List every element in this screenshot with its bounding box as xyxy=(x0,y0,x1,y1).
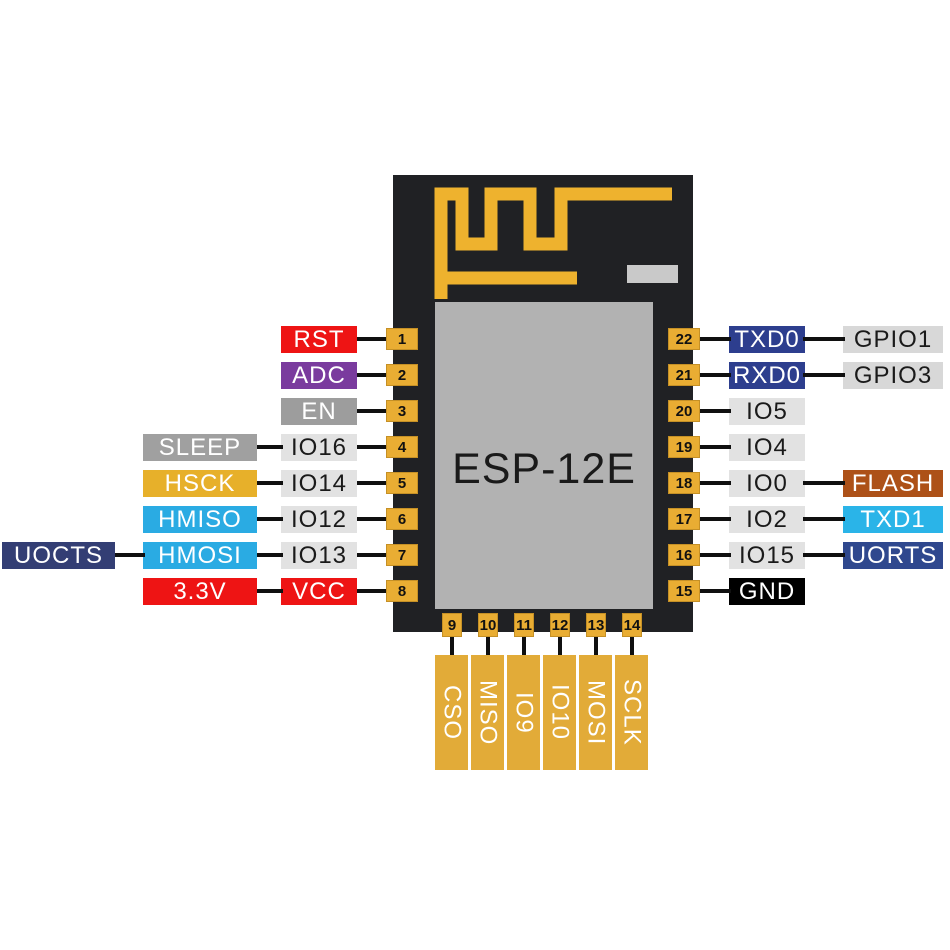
connector-line xyxy=(694,409,731,413)
pin-4: 4 xyxy=(386,436,418,458)
connector-line xyxy=(630,637,634,655)
connector-line xyxy=(257,445,283,449)
connector-line xyxy=(357,373,392,377)
signal-label-txd0: TXD0 xyxy=(729,325,805,353)
signal-label-io10: IO10 xyxy=(543,655,576,770)
pin-5: 5 xyxy=(386,472,418,494)
pin-6: 6 xyxy=(386,508,418,530)
pin-21: 21 xyxy=(668,364,700,386)
signal-label-cso: CSO xyxy=(435,655,468,770)
connector-line xyxy=(357,409,392,413)
pin-18: 18 xyxy=(668,472,700,494)
signal-label-gnd: GND xyxy=(729,577,805,605)
pin-2: 2 xyxy=(386,364,418,386)
pin-17: 17 xyxy=(668,508,700,530)
chip-shield: ESP-12E xyxy=(435,302,653,609)
connector-line xyxy=(694,373,731,377)
signal-label-sleep: SLEEP xyxy=(143,433,257,461)
connector-line xyxy=(357,481,392,485)
signal-label-gpio1: GPIO1 xyxy=(843,325,943,353)
signal-label-hmiso: HMISO xyxy=(143,505,257,533)
signal-label-io9: IO9 xyxy=(507,655,540,770)
signal-label-vcc: VCC xyxy=(281,577,357,605)
pin-13: 13 xyxy=(586,613,606,637)
signal-label-text: CSO xyxy=(438,684,466,740)
connector-line xyxy=(257,589,283,593)
pin-9: 9 xyxy=(442,613,462,637)
signal-label-io2: IO2 xyxy=(729,505,805,533)
signal-label-io16: IO16 xyxy=(281,433,357,461)
connector-line xyxy=(694,553,731,557)
connector-line xyxy=(803,481,845,485)
connector-line xyxy=(694,445,731,449)
connector-line xyxy=(594,637,598,655)
connector-line xyxy=(694,589,731,593)
pin-15: 15 xyxy=(668,580,700,602)
connector-line xyxy=(357,445,392,449)
signal-label-sclk: SCLK xyxy=(615,655,648,770)
signal-label-uocts: UOCTS xyxy=(2,541,115,569)
connector-line xyxy=(357,337,392,341)
signal-label-uorts: UORTS xyxy=(843,541,943,569)
signal-label-io12: IO12 xyxy=(281,505,357,533)
signal-label-hsck: HSCK xyxy=(143,469,257,497)
signal-label-text: IO10 xyxy=(546,684,574,741)
connector-line xyxy=(257,481,283,485)
connector-line xyxy=(522,637,526,655)
connector-line xyxy=(803,553,845,557)
signal-label-mosi: MOSI xyxy=(579,655,612,770)
connector-line xyxy=(357,589,392,593)
pin-14: 14 xyxy=(622,613,642,637)
signal-label-en: EN xyxy=(281,397,357,425)
signal-label-txd1: TXD1 xyxy=(843,505,943,533)
pin-20: 20 xyxy=(668,400,700,422)
pin-12: 12 xyxy=(550,613,570,637)
connector-line xyxy=(257,517,283,521)
connector-line xyxy=(115,553,145,557)
connector-line xyxy=(694,481,731,485)
signal-label-rxd0: RXD0 xyxy=(729,361,805,389)
signal-label-text: MISO xyxy=(474,679,502,746)
connector-line xyxy=(450,637,454,655)
connector-line xyxy=(694,337,731,341)
signal-label-rst: RST xyxy=(281,325,357,353)
signal-label-hmosi: HMOSI xyxy=(143,541,257,569)
signal-label-io13: IO13 xyxy=(281,541,357,569)
connector-line xyxy=(486,637,490,655)
connector-line xyxy=(357,517,392,521)
pin-8: 8 xyxy=(386,580,418,602)
signal-label-io14: IO14 xyxy=(281,469,357,497)
signal-label-gpio3: GPIO3 xyxy=(843,361,943,389)
signal-label-3-3v: 3.3V xyxy=(143,577,257,605)
pin-10: 10 xyxy=(478,613,498,637)
connector-line xyxy=(357,553,392,557)
pin-1: 1 xyxy=(386,328,418,350)
pin-19: 19 xyxy=(668,436,700,458)
connector-line xyxy=(558,637,562,655)
signal-label-flash: FLASH xyxy=(843,469,943,497)
signal-label-text: IO9 xyxy=(510,691,538,734)
signal-label-io4: IO4 xyxy=(729,433,805,461)
pin-16: 16 xyxy=(668,544,700,566)
connector-line xyxy=(694,517,731,521)
signal-label-io5: IO5 xyxy=(729,397,805,425)
chip-body: ESP-12E xyxy=(393,175,693,632)
signal-label-text: SCLK xyxy=(618,679,646,746)
signal-label-adc: ADC xyxy=(281,361,357,389)
pin-22: 22 xyxy=(668,328,700,350)
pin-11: 11 xyxy=(514,613,534,637)
chip-corner-pad xyxy=(627,265,678,283)
signal-label-text: MOSI xyxy=(582,679,610,746)
signal-label-miso: MISO xyxy=(471,655,504,770)
signal-label-io15: IO15 xyxy=(729,541,805,569)
signal-label-io0: IO0 xyxy=(729,469,805,497)
chip-label: ESP-12E xyxy=(452,445,636,493)
connector-line xyxy=(257,553,283,557)
antenna-trace xyxy=(434,187,672,299)
connector-line xyxy=(803,373,845,377)
connector-line xyxy=(803,337,845,341)
pin-7: 7 xyxy=(386,544,418,566)
connector-line xyxy=(803,517,845,521)
pin-3: 3 xyxy=(386,400,418,422)
